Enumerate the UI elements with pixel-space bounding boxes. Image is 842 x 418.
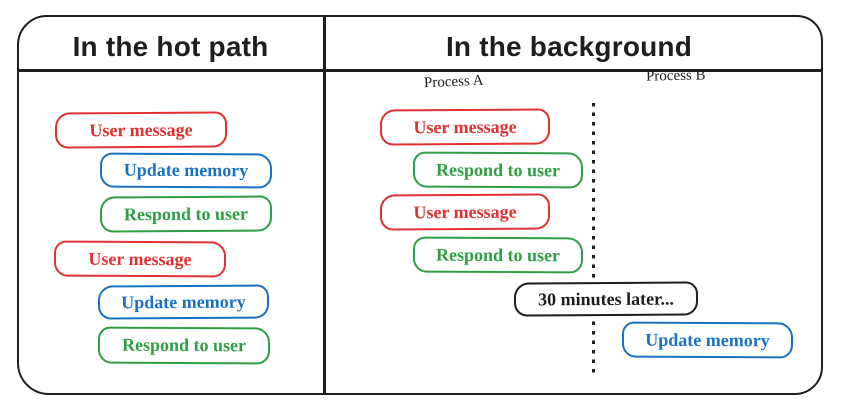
node-respond-to-user: Respond to user bbox=[99, 195, 273, 233]
node-respond-to-user: Respond to user bbox=[97, 326, 271, 365]
node-respond-to-user: Respond to user bbox=[412, 151, 584, 189]
process-a-label: Process A bbox=[423, 72, 484, 92]
node-update-memory: Update memory bbox=[99, 152, 273, 189]
node-user-message: User message bbox=[54, 111, 228, 149]
node-user-message: User message bbox=[379, 193, 551, 231]
node-update-memory: Update memory bbox=[621, 321, 794, 359]
header-separator-line bbox=[18, 69, 823, 72]
process-b-label: Process B bbox=[645, 67, 706, 85]
hot-path-panel-title: In the hot path bbox=[72, 31, 269, 62]
node-update-memory: Update memory bbox=[97, 284, 270, 320]
background-panel-title: In the background bbox=[445, 31, 693, 62]
node-user-message: User message bbox=[379, 108, 551, 146]
node-30-minutes-later: 30 minutes later... bbox=[513, 281, 699, 317]
node-user-message: User message bbox=[53, 240, 227, 278]
node-respond-to-user: Respond to user bbox=[412, 236, 584, 274]
process-lane-dotted-line bbox=[592, 103, 595, 373]
panel-divider-line bbox=[323, 16, 326, 394]
